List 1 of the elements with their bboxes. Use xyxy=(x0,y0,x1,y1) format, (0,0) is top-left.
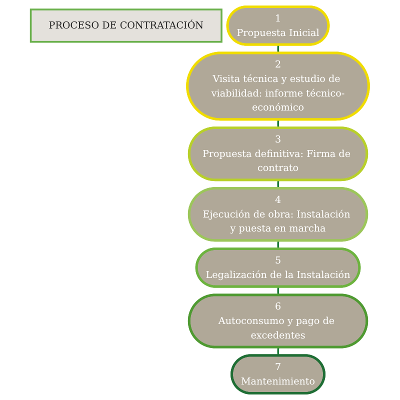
node-box: PROCESO DE CONTRATACIÓN xyxy=(30,8,223,43)
